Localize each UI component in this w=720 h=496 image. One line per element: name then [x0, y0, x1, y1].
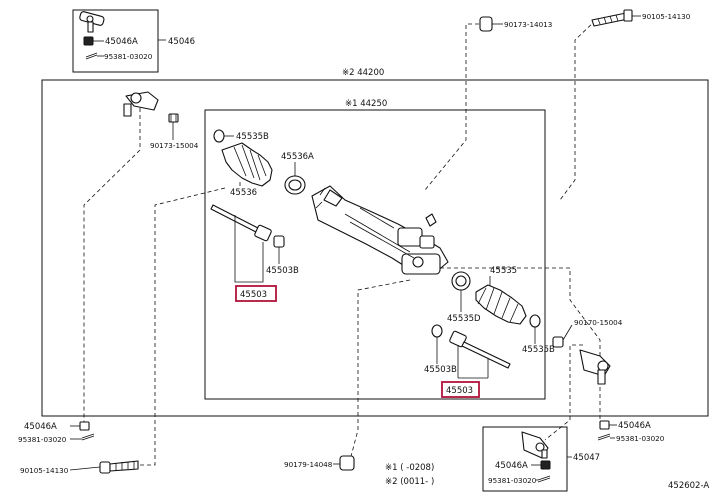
label-45503b-right: 45503B [424, 365, 457, 375]
nut-45046a-left-part [79, 421, 90, 431]
hose-clip-90173-14013-part [479, 16, 493, 32]
inset-nut-part [83, 36, 94, 46]
boot-45536-part [221, 142, 273, 187]
tie-rod-end-right-part [579, 349, 611, 385]
assembly-44200-frame [41, 79, 709, 417]
label-95381-top: 95381-03020 [104, 52, 153, 61]
highlight-45503-right [441, 381, 480, 398]
cotter-pin-95381-left-part [81, 433, 95, 441]
clamp-45535b-left-part [213, 129, 225, 143]
inset-45047-frame [482, 426, 568, 492]
label-95381-left: 95381-03020 [18, 435, 67, 444]
note-2: ※2 (0011- ) [385, 477, 434, 487]
label-45046: 45046 [168, 37, 195, 47]
bolt-90105-14130-left-part [99, 460, 139, 474]
inset-tie-rod-end-part [79, 11, 105, 33]
label-90173-14013: 90173-14013 [504, 20, 552, 29]
dash-line-top-hose [424, 23, 486, 191]
bracket-45503-left [234, 215, 264, 283]
label-45535: 45535 [490, 266, 517, 276]
bracket-45503-right [457, 345, 489, 379]
label-45503-left: 45503 [240, 290, 267, 300]
label-45536a: 45536A [281, 152, 314, 162]
boot-45535-part [475, 284, 527, 325]
inset-45047-cotter-pin-part [537, 475, 551, 483]
note-1: ※1 ( -0208) [385, 463, 434, 473]
dash-line-rack-left [130, 187, 226, 466]
hose-clip-90179-14048-part [339, 455, 355, 471]
label-90173-15004: 90173-15004 [150, 141, 199, 150]
dash-line-tie-rod-end-right [544, 344, 583, 441]
inset-cotter-pin-part [85, 52, 98, 60]
label-45047: 45047 [573, 453, 600, 463]
label-45503-right: 45503 [446, 386, 473, 396]
reference-code: 452602-A [668, 481, 709, 491]
cotter-pin-95381-right-part [597, 433, 611, 441]
label-45535b-right: 45535B [522, 345, 555, 355]
label-90179-14048: 90179-14048 [284, 460, 333, 469]
tie-rod-right-part [449, 330, 511, 369]
label-45046a-left: 45046A [24, 422, 57, 432]
steering-gear-housing-part [311, 185, 449, 275]
label-44200: ※2 44200 [342, 68, 384, 78]
nut-45046a-right-part [599, 420, 610, 430]
label-44250: ※1 44250 [345, 99, 387, 109]
lock-nut-45503b-right-part [431, 324, 443, 338]
leader-90105-14130-left [69, 466, 101, 471]
clamp-45536a-part [284, 175, 306, 195]
inset-45046-frame [72, 9, 159, 73]
assembly-44250-frame [204, 109, 546, 400]
dash-line-tie-rod-end-left [83, 108, 141, 425]
dash-line-top-bolt [559, 19, 597, 201]
label-45535b-left: 45535B [236, 132, 269, 142]
label-90170-15004: 90170-15004 [574, 318, 623, 327]
lock-nut-45503b-left-part [273, 235, 285, 248]
label-45046a-right: 45046A [618, 421, 651, 431]
label-45503b-left: 45503B [266, 266, 299, 276]
inset-45047-tie-rod-end-part [521, 431, 549, 459]
inset-45047-nut-part [540, 460, 551, 470]
highlight-45503-left [235, 285, 277, 302]
dash-line-rack-bottom [349, 279, 411, 461]
label-45536: 45536 [230, 188, 257, 198]
label-90105-14130-top: 90105-14130 [642, 12, 691, 21]
label-90105-14130-left: 90105-14130 [20, 466, 69, 475]
leader-90170-15004 [562, 324, 573, 341]
label-45046a-top: 45046A [105, 37, 138, 47]
label-95381-bottom: 95381-03020 [488, 476, 537, 485]
bolt-90105-14130-top-part [591, 9, 633, 27]
tie-rod-left-part [210, 204, 272, 242]
label-95381-right: 95381-03020 [616, 434, 665, 443]
nut-90173-15004-part [168, 113, 179, 123]
nut-90170-15004-part [552, 336, 564, 348]
tie-rod-end-left-part [123, 91, 159, 117]
label-45046a-bottom: 45046A [495, 461, 528, 471]
clamp-45535d-part [451, 271, 471, 291]
label-45535d: 45535D [447, 314, 481, 324]
clamp-45535b-right-part [529, 314, 541, 328]
